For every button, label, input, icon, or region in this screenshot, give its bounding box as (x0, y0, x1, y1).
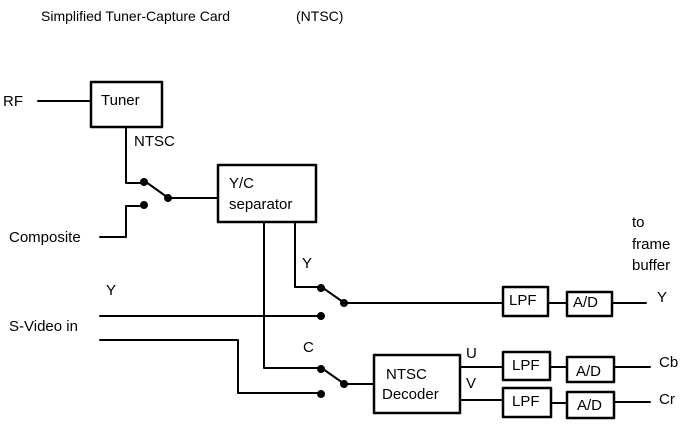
lpf-y-box (501, 285, 550, 318)
tuner-to-switch-wire (125, 126, 144, 184)
diagram-title-note: (NTSC) (296, 8, 344, 24)
ntsc-decoder-label-line1: NTSC (386, 366, 427, 383)
v-label: V (466, 375, 477, 392)
switch-c-arm (322, 368, 344, 384)
separator-y-wire (294, 221, 321, 288)
tuner-label: Tuner (101, 92, 140, 109)
ad-v-label: A/D (577, 397, 603, 414)
frame-buffer-note-line2: frame (632, 236, 671, 253)
cb-output-label: Cb (659, 354, 679, 371)
ntsc-decoder-label-line2: Decoder (382, 386, 439, 403)
cr-output-label: Cr (659, 391, 675, 408)
lpf-y-label: LPF (509, 292, 537, 309)
yc-separator-label-line1: Y/C (229, 175, 255, 192)
ad-v-box (565, 390, 616, 420)
u-label: U (466, 345, 477, 362)
svideo-y-label: Y (106, 282, 117, 299)
frame-buffer-note-line3: buffer (632, 257, 671, 274)
lpf-v-label: LPF (512, 393, 540, 410)
switch-c-contact-svideo (317, 390, 325, 398)
ntsc-input-label: NTSC (134, 133, 175, 150)
separator-c-label: C (303, 339, 314, 356)
composite-wire (99, 205, 144, 238)
switch1-contact-composite (140, 201, 148, 209)
svideo-label: S-Video in (9, 318, 78, 335)
separator-y-label: Y (302, 255, 313, 272)
ad-u-box (565, 355, 616, 384)
switch-y-arm (322, 287, 344, 303)
separator-c-wire (263, 221, 321, 369)
rf-label: RF (3, 93, 23, 110)
ntsc-decoder-box (372, 353, 462, 415)
yc-separator-box (216, 163, 318, 224)
lpf-u-label: LPF (512, 357, 540, 374)
frame-buffer-note-line1: to (632, 214, 645, 231)
yc-separator-label-line2: separator (229, 196, 293, 213)
composite-label: Composite (9, 229, 81, 246)
ad-u-label: A/D (576, 363, 602, 380)
switch1-arm (145, 181, 168, 198)
y-output-label: Y (657, 289, 668, 306)
switch-y-contact-svideo (317, 312, 325, 320)
diagram-title: Simplified Tuner-Capture Card (41, 8, 231, 24)
ad-y-label: A/D (573, 294, 599, 311)
svideo-c-wire (99, 339, 321, 394)
